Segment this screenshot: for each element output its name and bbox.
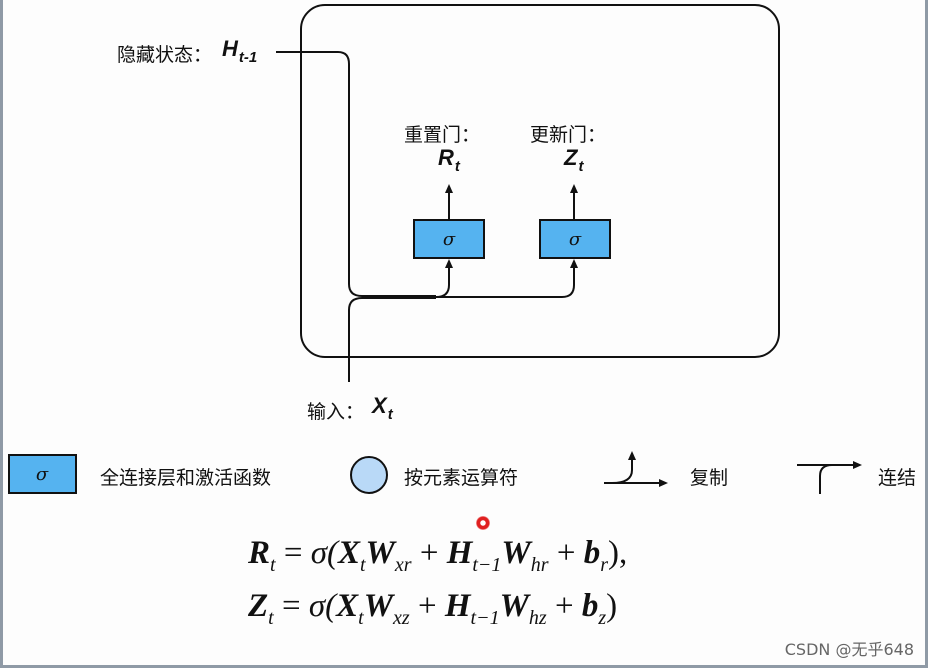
hidden-state-label: 隐藏状态：	[117, 44, 213, 66]
reset-gate-sigma: σ	[442, 229, 456, 250]
reset-gate-symbol: Rt	[438, 145, 460, 175]
input-label: 输入：	[307, 401, 365, 423]
legend-operator-label: 按元素运算符	[404, 467, 519, 489]
update-gate-input-arrow	[436, 259, 578, 298]
input-line	[348, 297, 436, 382]
watermark: CSDN @无乎648	[784, 640, 914, 659]
legend-concat-icon	[819, 461, 862, 494]
update-gate-label: 更新门：	[530, 124, 607, 146]
update-gate-box	[539, 219, 611, 259]
hidden-state-symbol: Ht-1	[222, 36, 258, 66]
update-gate-symbol: Zt	[564, 145, 584, 175]
legend-fc-sigma: σ	[35, 464, 49, 485]
reset-gate-input-arrow	[435, 259, 453, 298]
legend-copy-label: 复制	[690, 467, 729, 489]
legend-operator-circle	[350, 456, 388, 494]
update-gate-equation: Zt = σ(XtWxz + Ht−1Whz + bz)	[248, 588, 618, 629]
hidden-state-line	[276, 51, 436, 297]
legend-concat-label: 连结	[878, 467, 917, 489]
gru-cell-box	[300, 4, 780, 358]
reset-gate-label: 重置门：	[404, 124, 481, 146]
reset-gate-equation: Rt = σ(XtWxr + Ht−1Whr + br),	[248, 535, 628, 576]
update-gate-sigma: σ	[568, 229, 582, 250]
legend-fc-label: 全连接层和激活函数	[100, 467, 272, 489]
input-symbol: Xt	[372, 393, 393, 423]
mouse-pointer-highlight	[476, 516, 490, 530]
legend-copy-branch	[611, 451, 636, 484]
legend-fc-box	[8, 454, 77, 494]
